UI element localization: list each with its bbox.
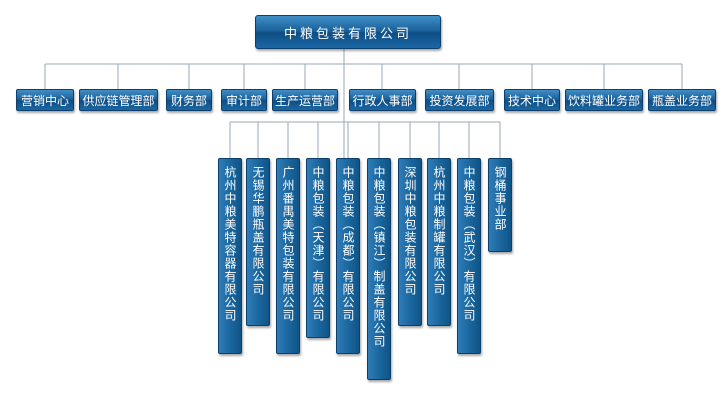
dept-node-beverage-can[interactable]: 饮料罐业务部	[565, 89, 643, 111]
dept-node-label: 技术中心	[507, 93, 556, 108]
dept-node-tech-center[interactable]: 技术中心	[504, 89, 560, 111]
sub-node-guangzhou-panyu[interactable]: 广州番禺美特包装有限公司	[276, 158, 300, 354]
root-node-label: 中粮包装有限公司	[283, 26, 412, 42]
dept-node-admin-hr[interactable]: 行政人事部	[349, 89, 416, 111]
dept-node-label: 饮料罐业务部	[567, 93, 640, 108]
sub-node-label: 中粮包装（镇江）制盖有限公司	[372, 166, 386, 348]
dept-node-label: 营销中心	[20, 93, 69, 108]
sub-node-zhenjiang[interactable]: 中粮包装（镇江）制盖有限公司	[367, 158, 391, 380]
dept-node-label: 生产运营部	[274, 93, 335, 108]
sub-node-label: 无锡华鹏瓶盖有限公司	[251, 166, 265, 296]
sub-node-label: 中粮包装（天津）有限公司	[311, 166, 325, 322]
dept-node-label: 供应链管理部	[82, 93, 155, 108]
sub-node-hangzhou-zhiguan[interactable]: 杭州中粮制罐有限公司	[427, 158, 451, 326]
sub-node-steel-drum[interactable]: 钢桶事业部	[488, 158, 512, 252]
sub-node-label: 钢桶事业部	[493, 166, 507, 231]
sub-node-tianjin[interactable]: 中粮包装（天津）有限公司	[306, 158, 330, 338]
sub-node-label: 深圳中粮包装有限公司	[403, 166, 417, 296]
dept-node-label: 行政人事部	[352, 93, 413, 108]
sub-node-chengdu[interactable]: 中粮包装（成都）有限公司	[336, 158, 360, 354]
sub-node-label: 杭州中粮制罐有限公司	[432, 166, 446, 296]
dept-node-label: 瓶盖业务部	[651, 93, 712, 108]
dept-node-audit[interactable]: 审计部	[221, 89, 267, 111]
sub-node-hangzhou-meite[interactable]: 杭州中粮美特容器有限公司	[218, 158, 242, 354]
dept-node-bottle-cap[interactable]: 瓶盖业务部	[648, 89, 716, 111]
sub-node-wuhan[interactable]: 中粮包装（武汉）有限公司	[457, 158, 481, 354]
sub-node-label: 广州番禺美特包装有限公司	[281, 166, 295, 322]
sub-node-label: 中粮包装（成都）有限公司	[341, 166, 355, 322]
dept-node-production[interactable]: 生产运营部	[272, 89, 338, 111]
sub-node-label: 杭州中粮美特容器有限公司	[223, 166, 237, 322]
root-node-company[interactable]: 中粮包装有限公司	[255, 15, 441, 49]
dept-node-label: 投资发展部	[429, 93, 490, 108]
sub-node-wuxi-huapeng[interactable]: 无锡华鹏瓶盖有限公司	[246, 158, 270, 326]
dept-node-finance[interactable]: 财务部	[166, 89, 212, 111]
sub-node-label: 中粮包装（武汉）有限公司	[462, 166, 476, 322]
dept-node-investment[interactable]: 投资发展部	[425, 89, 494, 111]
sub-node-shenzhen[interactable]: 深圳中粮包装有限公司	[398, 158, 422, 326]
dept-node-label: 审计部	[225, 93, 262, 108]
dept-node-marketing[interactable]: 营销中心	[16, 89, 74, 111]
dept-node-label: 财务部	[170, 93, 207, 108]
dept-node-supply-chain[interactable]: 供应链管理部	[79, 89, 158, 111]
